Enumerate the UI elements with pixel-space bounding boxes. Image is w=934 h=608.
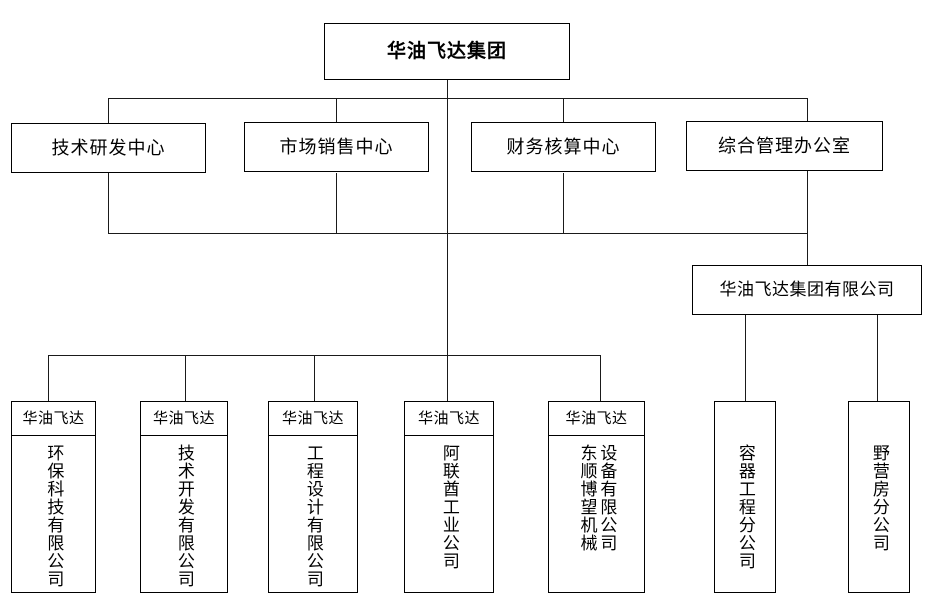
node-department-admin-office[interactable]: 综合管理办公室 xyxy=(686,121,883,171)
connector-riser-dept-2 xyxy=(336,173,337,233)
connector-root-stem xyxy=(447,80,448,98)
node-department-label: 财务核算中心 xyxy=(506,136,621,157)
node-company-label: 华油飞达集团有限公司 xyxy=(719,280,895,300)
subsidiary-header: 华油飞达 xyxy=(405,402,493,436)
node-department-market-sales-center[interactable]: 市场销售中心 xyxy=(244,122,429,172)
connector-drop-sub-3 xyxy=(314,355,315,401)
node-subsidiary-environmental-tech[interactable]: 华油飞达 环保科技有限公司 xyxy=(11,401,96,593)
subsidiary-body: 环保科技有限公司 xyxy=(12,436,95,592)
subsidiary-body: 工程设计有限公司 xyxy=(269,436,357,592)
node-subsidiary-technology-development[interactable]: 华油飞达 技术开发有限公司 xyxy=(140,401,228,593)
subsidiary-vertical-text: 工程设计有限公司 xyxy=(303,444,323,588)
subsidiary-body: 技术开发有限公司 xyxy=(141,436,227,592)
node-department-label: 综合管理办公室 xyxy=(718,135,851,156)
connector-riser-dept-1 xyxy=(108,173,109,233)
subsidiary-body: 设备有限公司 东顺博望机械 xyxy=(549,436,644,592)
connector-drop-dept-2 xyxy=(336,98,337,123)
node-root-label: 华油飞达集团 xyxy=(386,40,507,62)
node-subsidiary-uae-industrial[interactable]: 华油飞达 阿联酋工业公司 xyxy=(404,401,494,593)
node-root[interactable]: 华油飞达集团 xyxy=(324,23,570,80)
connector-drop-dept-3 xyxy=(563,98,564,123)
connector-subsidiary-bus xyxy=(48,355,600,356)
subsidiary-header: 华油飞达 xyxy=(269,402,357,436)
subsidiary-vertical-text: 技术开发有限公司 xyxy=(174,444,194,588)
subsidiary-vertical-text-col2: 东顺博望机械 xyxy=(577,444,597,552)
node-department-label: 技术研发中心 xyxy=(51,137,166,158)
branch-vertical-text: 容器工程分公司 xyxy=(735,444,755,570)
connector-second-bus xyxy=(108,233,808,234)
connector-riser-dept-3 xyxy=(563,173,564,233)
node-subsidiary-engineering-design[interactable]: 华油飞达 工程设计有限公司 xyxy=(268,401,358,593)
subsidiary-body: 阿联酋工业公司 xyxy=(405,436,493,592)
subsidiary-header: 华油飞达 xyxy=(12,402,95,436)
node-branch-vessel-engineering[interactable]: 容器工程分公司 xyxy=(714,401,776,593)
subsidiary-vertical-text: 阿联酋工业公司 xyxy=(439,444,459,570)
connector-dept-bus xyxy=(108,98,808,99)
connector-riser-dept-4 xyxy=(807,171,808,265)
node-department-finance-center[interactable]: 财务核算中心 xyxy=(471,122,656,172)
connector-drop-sub-1 xyxy=(48,355,49,401)
node-branch-camp-housing[interactable]: 野营房分公司 xyxy=(848,401,910,593)
connector-drop-dept-4 xyxy=(807,98,808,121)
subsidiary-vertical-text: 环保科技有限公司 xyxy=(44,444,64,588)
connector-drop-branch-2 xyxy=(877,315,878,401)
node-subsidiary-dongshun-bowang-machinery[interactable]: 华油飞达 设备有限公司 东顺博望机械 xyxy=(548,401,645,593)
connector-drop-sub-4 xyxy=(447,355,448,401)
subsidiary-vertical-text-col1: 设备有限公司 xyxy=(597,444,617,552)
node-department-technical-rd-center[interactable]: 技术研发中心 xyxy=(11,123,206,173)
connector-drop-branch-1 xyxy=(745,315,746,401)
subsidiary-header: 华油飞达 xyxy=(141,402,227,436)
branch-vertical-text: 野营房分公司 xyxy=(869,444,889,552)
subsidiary-header: 华油飞达 xyxy=(549,402,644,436)
connector-drop-sub-5 xyxy=(600,355,601,401)
connector-drop-sub-2 xyxy=(185,355,186,401)
connector-center-spine xyxy=(447,98,448,355)
node-department-label: 市场销售中心 xyxy=(279,136,394,157)
node-company-limited[interactable]: 华油飞达集团有限公司 xyxy=(692,265,922,315)
connector-drop-dept-1 xyxy=(108,98,109,123)
